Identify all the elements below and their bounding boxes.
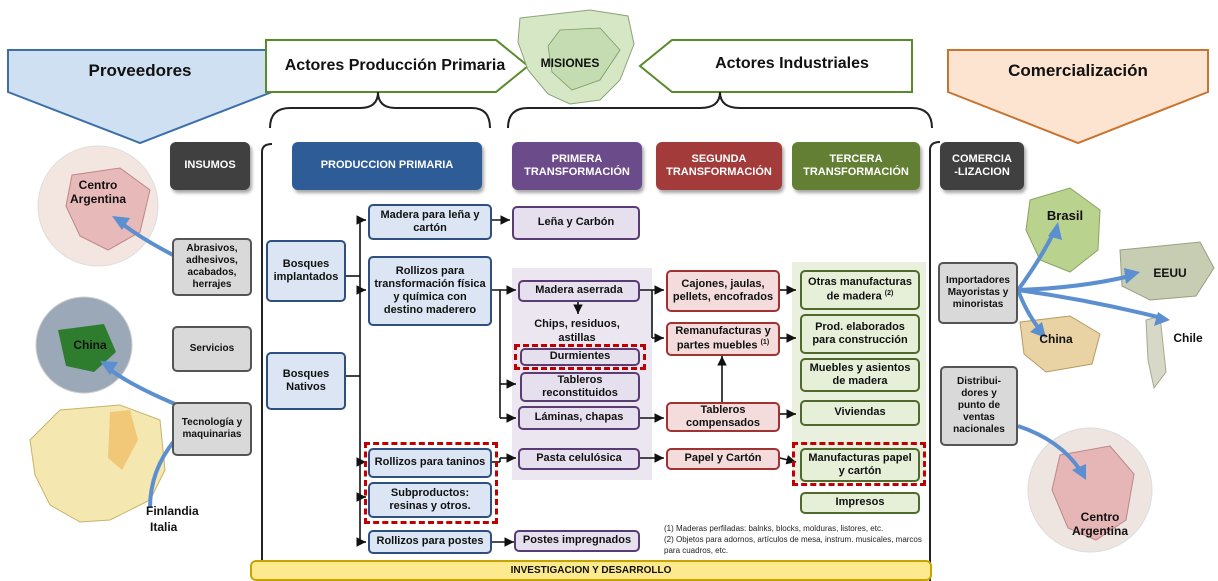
- misiones-label: MISIONES: [540, 56, 600, 70]
- remanufacturas-sup: (1): [760, 338, 770, 346]
- segunda-line-2: TRANSFORMACIÓN: [666, 166, 772, 178]
- insumo-abrasivos: Abrasivos, adhesivos, acabados, herrajes: [172, 238, 252, 296]
- insumo-tecnologia: Tecnología y maquinarias: [172, 402, 252, 456]
- note-2: (2) Objetos para adornos, artículos de m…: [664, 535, 922, 555]
- dashed-durmientes: [514, 344, 646, 370]
- durmientes: Durmientes: [520, 348, 640, 366]
- pasta-celulosica: Pasta celulósica: [518, 448, 640, 470]
- tercera-line-1: TERCERA: [829, 152, 883, 165]
- category-primera: PRIMERA TRANSFORMACIÓN: [512, 142, 642, 190]
- category-segunda: SEGUNDA TRANSFORMACIÓN: [656, 142, 782, 190]
- dashed-manufacturas-papel: [792, 442, 926, 486]
- rollizos-taninos: Rollizos para taninos: [368, 448, 492, 478]
- map-label-chile: Chile: [1173, 331, 1203, 345]
- category-insumos: INSUMOS: [170, 142, 250, 190]
- map-label-centro-argentina-right: Centro Argentina: [1071, 510, 1128, 538]
- tableros-compensados: Tableros compensados: [666, 402, 780, 432]
- primera-line-1: PRIMERA: [551, 152, 603, 165]
- map-label-finlandia: Finlandia: [146, 504, 199, 518]
- insumo-servicios: Servicios: [172, 326, 252, 372]
- map-label-china-right: China: [1039, 332, 1073, 346]
- comercia-line-1: COMERCIA: [952, 152, 1012, 165]
- impresos: Impresos: [800, 492, 920, 514]
- proveedores-label: Proveedores: [88, 61, 192, 80]
- remanufacturas: Remanufacturas y partes muebles (1): [666, 322, 780, 356]
- primera-line-2: TRANSFORMACIÓN: [524, 166, 630, 178]
- importadores: Importadores Mayoristas y minoristas: [938, 262, 1018, 324]
- rollizos-postes: Rollizos para postes: [368, 530, 492, 554]
- lena-carbon: Leña y Carbón: [512, 206, 640, 240]
- muebles-asientos: Muebles y asientos de madera: [800, 358, 920, 392]
- comercializacion-label: Comercialización: [1008, 61, 1148, 80]
- prod-elaborados: Prod. elaborados para construcción: [800, 314, 920, 354]
- map-label-eeuu: EEUU: [1153, 266, 1187, 280]
- rollizos-transformacion: Rollizos para transformación física y qu…: [368, 256, 492, 326]
- actores-industriales-label: Actores Industriales: [715, 55, 869, 72]
- otras-manufacturas: Otras manufacturas de madera (2): [800, 270, 920, 310]
- postes-impregnados: Postes impregnados: [514, 530, 640, 552]
- map-label-china-left: China: [73, 338, 107, 352]
- laminas-chapas: Láminas, chapas: [518, 406, 640, 430]
- map-label-centro-argentina-left: Centro Argentina: [69, 178, 126, 206]
- tableros-reconstituidos: Tableros reconstituidos: [520, 372, 640, 402]
- distribuidores: Distribui- dores y punto de ventas nacio…: [940, 366, 1018, 446]
- manufacturas-papel: Manufacturas papel y cartón: [800, 448, 920, 482]
- tercera-line-2: TRANSFORMACIÓN: [803, 166, 909, 178]
- actores-primaria-label: Actores Producción Primaria: [284, 57, 506, 74]
- papel-carton: Papel y Cartón: [666, 448, 780, 470]
- note-1: (1) Maderas perfiladas: balnks, blocks, …: [664, 524, 884, 533]
- map-label-brasil: Brasil: [1046, 208, 1084, 223]
- segunda-line-1: SEGUNDA: [691, 152, 747, 165]
- chips-residuos: Chips, residuos, astillas: [534, 318, 620, 344]
- bosques-nativos: Bosques Nativos: [266, 352, 346, 410]
- bosques-implantados: Bosques implantados: [266, 240, 346, 302]
- comercia-line-2: -LIZACION: [954, 166, 1010, 178]
- subproductos: Subproductos: resinas y otros.: [368, 482, 492, 518]
- otras-manufacturas-text: Otras manufacturas de madera: [808, 276, 912, 303]
- otras-manufacturas-sup: (2): [884, 289, 894, 297]
- viviendas: Viviendas: [800, 400, 920, 426]
- investigacion-desarrollo-bar: INVESTIGACION Y DESARROLLO: [250, 560, 932, 581]
- category-tercera: TERCERA TRANSFORMACIÓN: [792, 142, 920, 190]
- cajones-jaulas: Cajones, jaulas, pellets, encofrados: [666, 270, 780, 312]
- dashed-group-taninos: [364, 442, 498, 524]
- madera-lena-carton: Madera para leña y cartón: [368, 204, 492, 240]
- category-produccion-primaria: PRODUCCION PRIMARIA: [292, 142, 482, 190]
- remanufacturas-text: Remanufacturas y partes muebles: [675, 325, 771, 352]
- madera-aserrada: Madera aserrada: [518, 280, 640, 302]
- category-comercializacion: COMERCIA -LIZACION: [940, 142, 1024, 190]
- map-label-italia: Italia: [150, 520, 178, 534]
